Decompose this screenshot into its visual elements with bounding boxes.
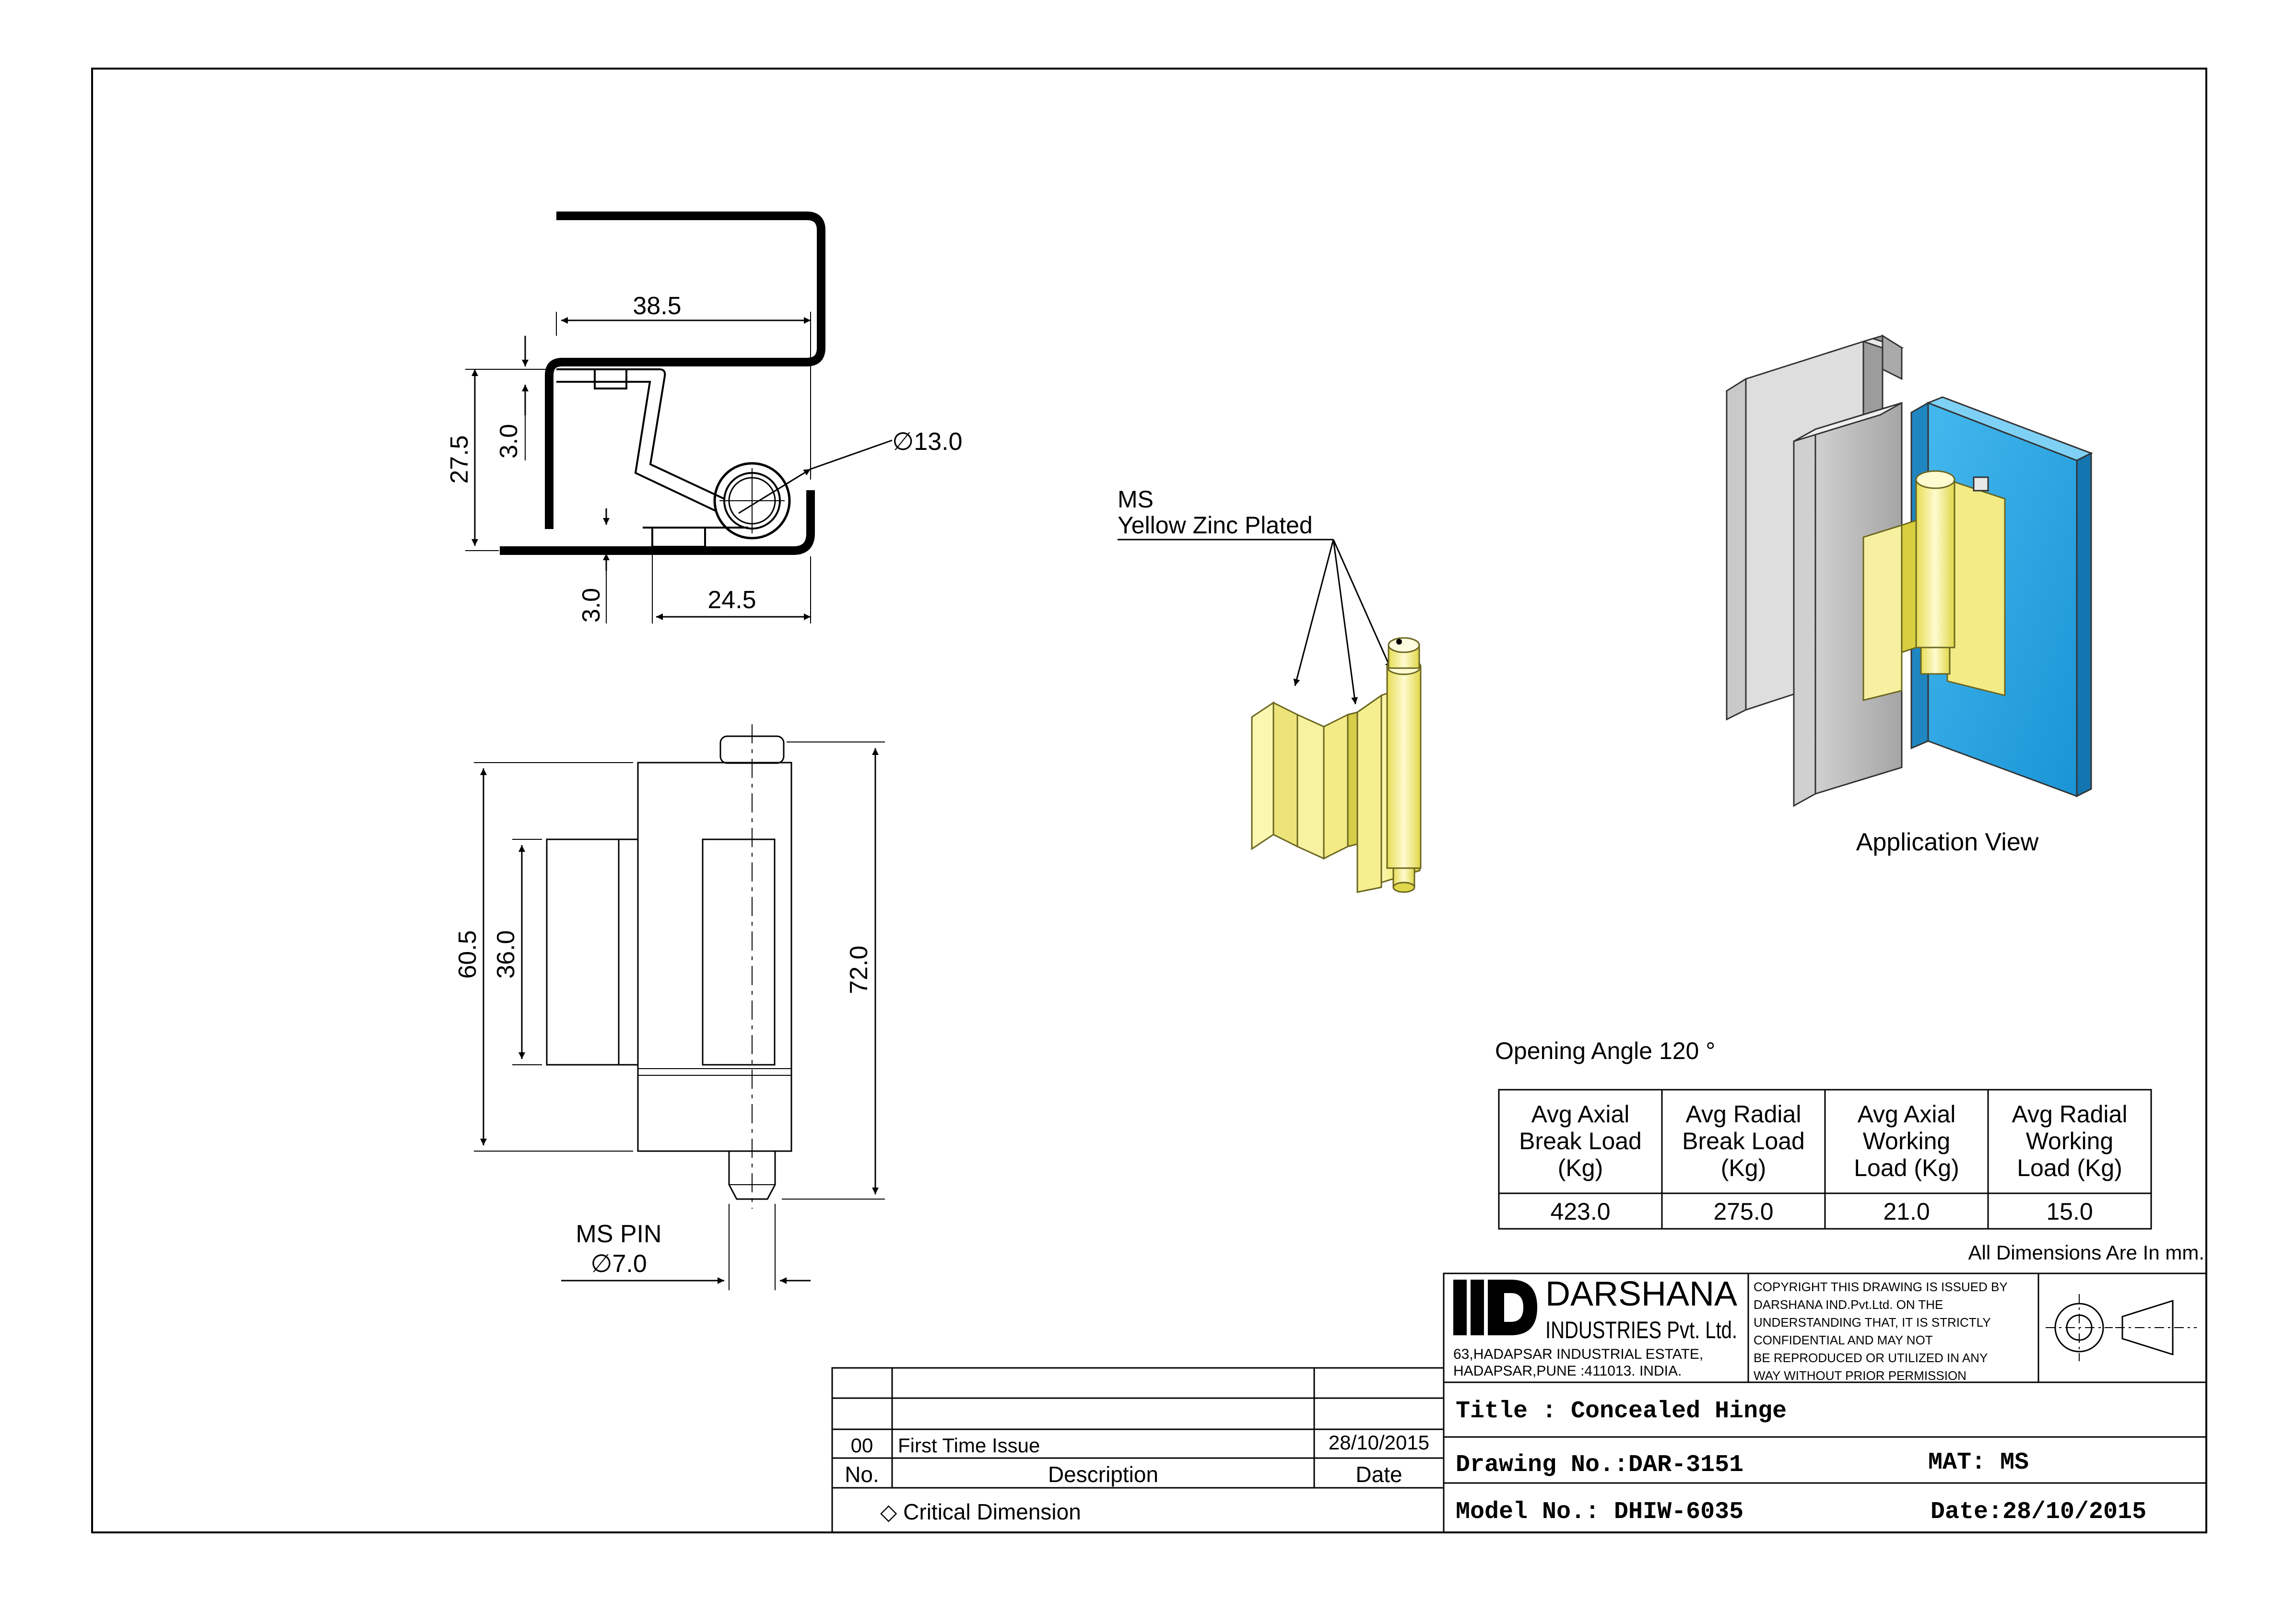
drawing-number: Drawing No.:DAR-3151 [1456, 1451, 1743, 1479]
dim-38-5: 38.5 [633, 292, 681, 320]
col-date: Date [1355, 1462, 1402, 1487]
load-table-value-cell: 423.0 [1550, 1198, 1610, 1225]
load-table-header-cell: Avg Axial [1531, 1101, 1630, 1128]
pin-label: MS PIN [576, 1220, 661, 1248]
load-table-header-cell: Load (Kg) [2017, 1154, 2122, 1181]
dim-72-0: 72.0 [845, 945, 873, 994]
company-name-sub: INDUSTRIES Pvt. Ltd. [1545, 1317, 1737, 1343]
material-label: MS [1118, 486, 1154, 513]
material-field: MAT: MS [1928, 1449, 2029, 1476]
load-table-values: 423.0 275.0 21.0 15.0 [1550, 1198, 2093, 1225]
load-table-value-cell: 15.0 [2046, 1198, 2093, 1225]
dim-27-5: 27.5 [446, 435, 473, 483]
load-table-header-cell: Load (Kg) [1854, 1154, 1959, 1181]
model-number: Model No.: DHIW-6035 [1456, 1498, 1743, 1526]
rev-no: 00 [851, 1434, 873, 1457]
rev-description: First Time Issue [898, 1434, 1040, 1457]
company-address-1: 63,HADAPSAR INDUSTRIAL ESTATE, [1453, 1346, 1703, 1362]
col-description: Description [1048, 1462, 1158, 1487]
load-table-header-cell: (Kg) [1558, 1154, 1603, 1181]
projection-symbol-icon [2046, 1294, 2197, 1361]
critical-dimension-note: ◇ Critical Dimension [880, 1499, 1081, 1524]
application-view [1726, 334, 2093, 807]
drawing-title: Title : Concealed Hinge [1456, 1398, 1787, 1425]
load-table-header-cell: Working [2026, 1128, 2113, 1154]
load-table-header-cell: Working [1863, 1128, 1950, 1154]
dim-24-5: 24.5 [707, 586, 756, 614]
load-table-header-cell: Break Load [1519, 1128, 1642, 1154]
copyright-note: COPYRIGHT THIS DRAWING IS ISSUED BY DARSH… [1754, 1280, 2008, 1383]
copyright-line: CONFIDENTIAL AND MAY NOT [1754, 1333, 1933, 1347]
copyright-line: WAY WITHOUT PRIOR PERMISSION [1754, 1368, 1966, 1383]
finish-label: Yellow Zinc Plated [1118, 512, 1313, 539]
units-note: All Dimensions Are In mm. [1968, 1241, 2204, 1264]
dim-3-0-top: 3.0 [495, 424, 523, 459]
application-view-label: Application View [1856, 828, 2039, 856]
company-name: DARSHANA [1545, 1275, 1737, 1313]
load-table-header-cell: Avg Radial [1686, 1101, 1801, 1128]
load-table-header-cell: Break Load [1682, 1128, 1805, 1154]
dim-36-0: 36.0 [492, 930, 520, 978]
hinge-iso-view [1251, 637, 1422, 893]
company-logo [1453, 1280, 1537, 1335]
front-view [474, 724, 885, 1290]
rev-date: 28/10/2015 [1329, 1431, 1429, 1454]
opening-angle: Opening Angle 120 ° [1495, 1037, 1715, 1064]
material-leader-lines [1118, 539, 1392, 705]
drawing-date: Date:28/10/2015 [1931, 1498, 2146, 1526]
dim-3-0-bottom: 3.0 [577, 588, 605, 623]
copyright-line: DARSHANA IND.Pvt.Ltd. ON THE [1754, 1297, 1943, 1312]
load-table-header-cell: Avg Axial [1858, 1101, 1956, 1128]
company-address-2: HADAPSAR,PUNE :411013. INDIA. [1453, 1363, 1682, 1379]
title-block-grid [831, 1272, 2207, 1533]
load-table [1498, 1089, 2152, 1230]
pin-dia-label: ∅7.0 [590, 1250, 647, 1278]
top-view [465, 212, 893, 624]
dim-dia-13: ∅13.0 [892, 428, 963, 456]
dim-60-5: 60.5 [454, 930, 482, 978]
sheet-border [91, 68, 2207, 1533]
copyright-line: BE REPRODUCED OR UTILIZED IN ANY [1754, 1351, 1988, 1365]
load-table-value-cell: 275.0 [1713, 1198, 1773, 1225]
copyright-line: UNDERSTANDING THAT, IT IS STRICTLY [1754, 1315, 1991, 1330]
load-table-header-cell: Avg Radial [2012, 1101, 2128, 1128]
copyright-line: COPYRIGHT THIS DRAWING IS ISSUED BY [1754, 1280, 2008, 1294]
col-no: No. [845, 1462, 879, 1487]
load-table-header-cell: (Kg) [1721, 1154, 1766, 1181]
load-table-value-cell: 21.0 [1883, 1198, 1930, 1225]
